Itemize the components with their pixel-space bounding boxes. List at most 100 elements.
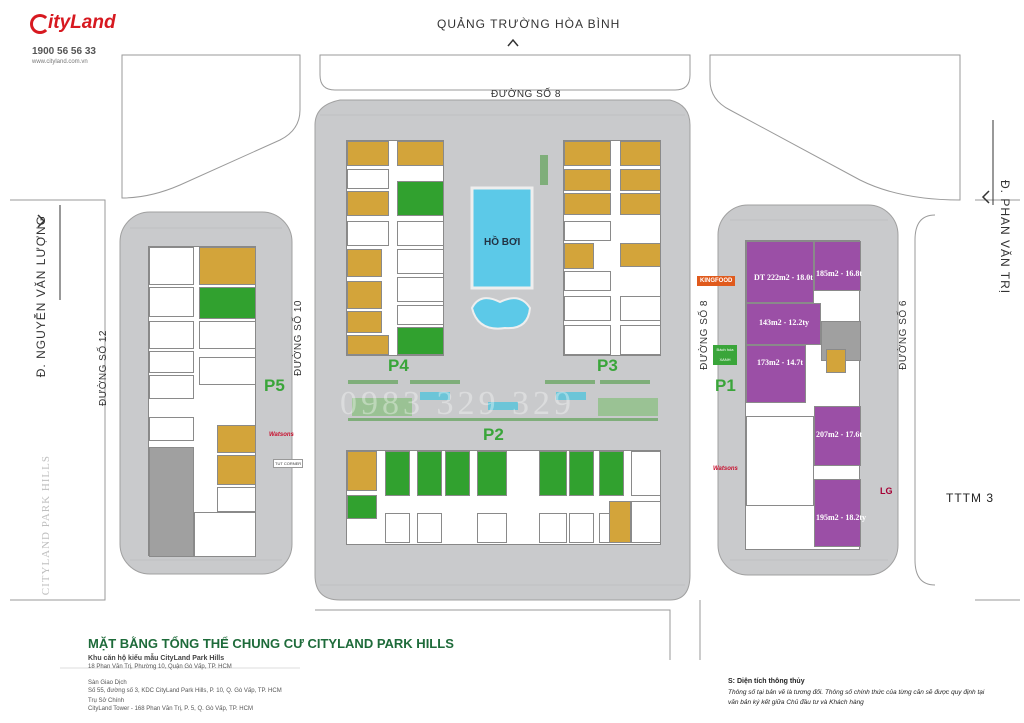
kingfood-sign[interactable]: KINGFOOD: [697, 276, 736, 286]
road-lines: [10, 54, 1020, 660]
unit[interactable]: [631, 451, 661, 496]
zone-p1: P1: [715, 376, 736, 395]
unit[interactable]: [564, 325, 611, 355]
unit-gold[interactable]: [826, 349, 846, 373]
unit[interactable]: [149, 247, 194, 285]
unit-purple-3[interactable]: [746, 303, 821, 345]
unit[interactable]: [620, 169, 661, 191]
unit[interactable]: [347, 281, 382, 309]
unit[interactable]: [149, 417, 194, 441]
tut-corner-sign[interactable]: TUT CORNER: [273, 459, 304, 468]
unit[interactable]: [385, 513, 410, 543]
brand-logo-mark: [30, 14, 50, 34]
unit[interactable]: [397, 305, 444, 325]
zone-p3: P3: [597, 356, 618, 375]
unit[interactable]: [199, 357, 256, 385]
unit[interactable]: [397, 327, 444, 355]
unit[interactable]: [417, 513, 442, 543]
footer-hq-label: Trụ Sở Chính: [88, 698, 125, 704]
unit-purple-6[interactable]: [814, 479, 861, 547]
building-p5: [148, 246, 256, 557]
unit[interactable]: [217, 425, 256, 453]
unit[interactable]: [417, 451, 442, 496]
unit[interactable]: [347, 495, 377, 519]
unit[interactable]: [569, 451, 594, 496]
footer-sales-address: Số 55, đường số 3, KDC CityLand Park Hil…: [88, 688, 282, 694]
unit[interactable]: [564, 169, 611, 191]
unit[interactable]: [477, 513, 507, 543]
unit[interactable]: [149, 351, 194, 373]
road-top: QUẢNG TRƯỜNG HÒA BÌNH: [437, 17, 621, 31]
road-nguyen-van-luong: Đ. NGUYỄN VĂN LƯỢNG: [34, 215, 48, 378]
zone-p4: P4: [388, 356, 409, 375]
tttm-label: TTTM 3: [946, 491, 994, 505]
unit[interactable]: [564, 221, 611, 241]
zone-p2: P2: [483, 425, 504, 444]
unit[interactable]: [385, 451, 410, 496]
watsons-sign[interactable]: Watsons: [269, 432, 294, 438]
unit[interactable]: [620, 325, 661, 355]
building-p3: [563, 140, 661, 356]
unit-purple-5[interactable]: [814, 406, 861, 466]
unit[interactable]: [564, 243, 594, 269]
unit[interactable]: [631, 501, 661, 543]
unit[interactable]: [347, 221, 389, 246]
unit[interactable]: [199, 247, 256, 285]
unit-purple-1[interactable]: [746, 241, 814, 303]
direction-arrows: [37, 38, 990, 228]
side-watermark: CITYLAND PARK HILLS: [40, 455, 52, 596]
unit[interactable]: [347, 191, 389, 216]
unit[interactable]: [347, 249, 382, 277]
unit[interactable]: [199, 287, 256, 319]
unit[interactable]: [149, 375, 194, 399]
unit[interactable]: [347, 141, 389, 166]
unit[interactable]: [397, 181, 444, 216]
unit[interactable]: [569, 513, 594, 543]
lg-sign[interactable]: LG: [880, 486, 893, 496]
unit[interactable]: [609, 501, 631, 543]
unit-purple-2[interactable]: [814, 241, 861, 291]
unit[interactable]: [539, 451, 567, 496]
unit[interactable]: [347, 311, 382, 333]
unit[interactable]: [620, 193, 661, 215]
unit[interactable]: [347, 451, 377, 491]
unit[interactable]: [217, 455, 256, 485]
unit[interactable]: [564, 271, 611, 291]
unit[interactable]: [445, 451, 470, 496]
unit[interactable]: [620, 141, 661, 166]
unit[interactable]: [620, 243, 661, 267]
building-p2: [346, 450, 661, 545]
unit[interactable]: [397, 249, 444, 274]
unit[interactable]: [539, 513, 567, 543]
unit[interactable]: [564, 141, 611, 166]
road-phan-van-tri: Đ. PHAN VĂN TRỊ: [998, 180, 1012, 295]
unit[interactable]: [149, 321, 194, 349]
paver-grid: [130, 114, 888, 586]
unit[interactable]: [397, 277, 444, 302]
footer-title: MẶT BẰNG TỔNG THỂ CHUNG CƯ CITYLAND PARK…: [88, 636, 454, 651]
unit[interactable]: [599, 451, 624, 496]
unit[interactable]: [564, 296, 611, 321]
bach-hoa-xanh-sign[interactable]: Bách hóa XANH: [713, 345, 737, 365]
unit[interactable]: [149, 287, 194, 317]
purple-area-label: 207m2 - 17.6t: [816, 430, 862, 439]
road-duong10: ĐƯỜNG SỐ 10: [293, 300, 304, 376]
unit[interactable]: [217, 487, 256, 512]
unit[interactable]: [194, 512, 256, 557]
unit[interactable]: [347, 169, 389, 189]
unit[interactable]: [620, 296, 661, 321]
unit[interactable]: [199, 321, 256, 349]
unit-purple-4[interactable]: [746, 345, 806, 403]
footer-note-title: S: Diện tích thông thủy: [728, 678, 805, 685]
unit[interactable]: [397, 221, 444, 246]
road-duong6: ĐƯỜNG SỐ 6: [898, 300, 909, 370]
unit[interactable]: [477, 451, 507, 496]
unit[interactable]: [149, 447, 194, 557]
watsons-sign-right[interactable]: Watsons: [713, 466, 738, 472]
unit[interactable]: [397, 141, 444, 166]
road-duong12: ĐƯỜNG SỐ 12: [98, 330, 109, 406]
unit[interactable]: [347, 335, 389, 355]
unit-white[interactable]: [746, 416, 814, 506]
unit[interactable]: [564, 193, 611, 215]
footer-note-line1: Thông số tại bản vẽ là tương đối. Thông …: [728, 689, 985, 696]
